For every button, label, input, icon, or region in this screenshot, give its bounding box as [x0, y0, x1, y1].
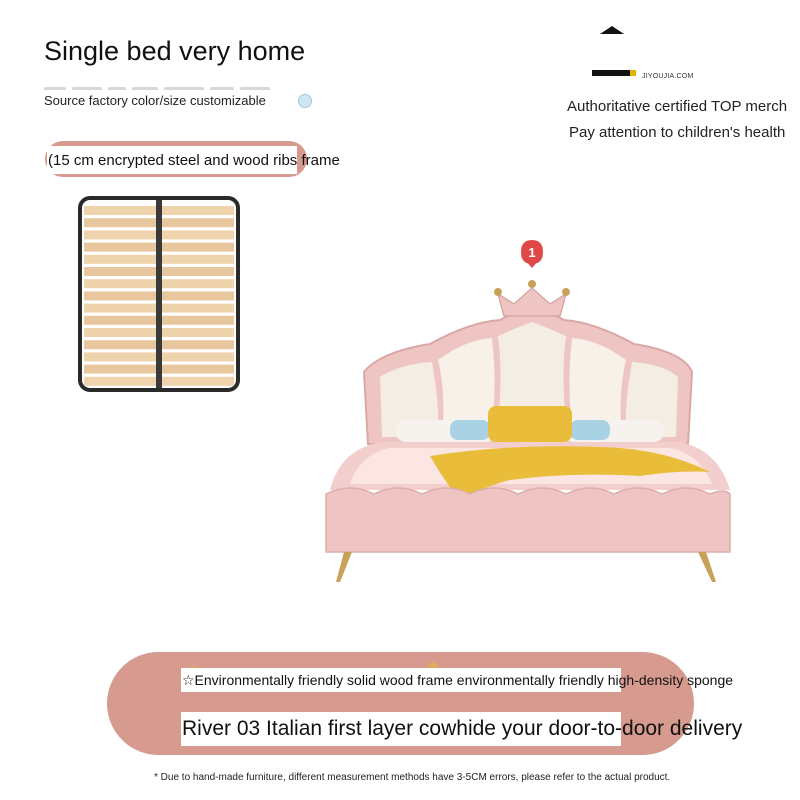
footnote: * Due to hand-made furniture, different …: [154, 772, 671, 783]
wood-slat: [162, 218, 234, 228]
info-icon: [298, 94, 312, 108]
wood-slat: [84, 218, 156, 228]
wood-slat: [84, 364, 156, 374]
wood-slat: [84, 291, 156, 301]
wood-slat: [162, 242, 234, 252]
brand-site: JIYOUJIA.COM: [642, 73, 694, 80]
wood-slat: [162, 279, 234, 289]
health-text: Pay attention to children's health: [569, 124, 786, 141]
wood-slat: [84, 230, 156, 240]
wood-slat: [162, 340, 234, 350]
wood-slat: [84, 376, 156, 386]
page-title: Single bed very home: [44, 36, 306, 66]
wood-slat: [162, 352, 234, 362]
feature-box-1: [181, 668, 621, 692]
wood-slat: [162, 267, 234, 276]
product-badge: 1: [528, 245, 535, 260]
wood-slat: [84, 303, 156, 313]
wood-slat: [84, 267, 156, 276]
wood-slat: [84, 242, 156, 252]
feature-line-1: ☆Environmentally friendly solid wood fra…: [182, 672, 734, 688]
wood-slat: [162, 315, 234, 325]
wood-slat: [162, 291, 234, 301]
wood-slat: [162, 328, 234, 337]
bed-product-image: 1: [325, 240, 731, 582]
frame-label: (15 cm encrypted steel and wood ribs fra…: [48, 152, 340, 169]
subtitle: Source factory color/size customizable: [44, 93, 266, 108]
certification-text: Authoritative certified TOP merch: [567, 98, 788, 115]
slat-frame-image: [78, 196, 240, 392]
wood-slat: [84, 315, 156, 325]
wood-slat: [162, 254, 234, 264]
wood-slat: [162, 376, 234, 386]
wood-slat: [84, 279, 156, 289]
wood-slat: [84, 340, 156, 350]
feature-box-2: [181, 712, 621, 746]
wood-slat: [162, 206, 234, 215]
feature-line-2: River 03 Italian first layer cowhide you…: [182, 717, 743, 740]
wood-slat: [84, 206, 156, 215]
wood-slat: [84, 254, 156, 264]
wood-slat: [162, 230, 234, 240]
faded-text-row: [44, 82, 294, 90]
brand-logo: [592, 26, 636, 76]
wood-slat: [84, 352, 156, 362]
wood-slat: [162, 364, 234, 374]
wood-slat: [162, 303, 234, 313]
wood-slat: [84, 328, 156, 337]
frame-label-box: [47, 146, 297, 174]
